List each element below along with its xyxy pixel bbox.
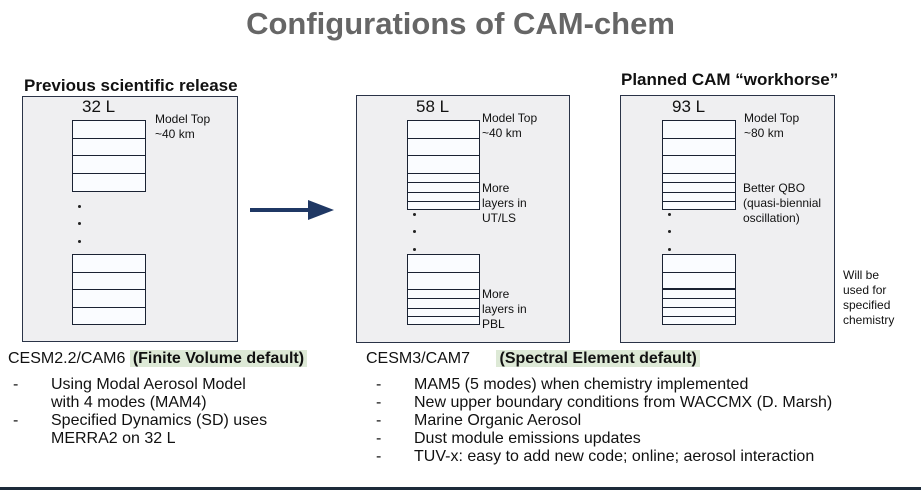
note-model-top-93l: Model Top ~80 km (744, 111, 800, 140)
layer-stack-top-32l (72, 120, 146, 192)
config-cesm22-cam6: CESM2.2/CAM6 (Finite Volume default) (8, 350, 308, 368)
bullet-list-cam6: Using Modal Aerosol Model with 4 modes (… (8, 376, 348, 448)
ellipsis-dot (668, 230, 671, 233)
layer-stack-top-58l (407, 120, 480, 210)
ellipsis-dot (413, 230, 416, 233)
bottom-divider (0, 487, 921, 490)
ellipsis-dot (413, 248, 416, 251)
config-label: CESM2.2/CAM6 (8, 350, 126, 367)
config-default-badge: (Spectral Element default) (496, 350, 700, 367)
layer-stack-bottom-93l (662, 254, 736, 325)
list-item: New upper boundary conditions from WACCM… (371, 394, 921, 412)
heading-previous-release: Previous scientific release (24, 76, 238, 95)
note-model-top-58l: Model Top ~40 km (482, 111, 538, 140)
ellipsis-dot (78, 222, 81, 225)
note-qbo-93l: Better QBO (quasi-biennial oscillation) (743, 181, 822, 225)
config-default-badge: (Finite Volume default) (129, 350, 308, 367)
level-count-32l: 32 L (82, 97, 116, 116)
right-arrow-icon (250, 200, 334, 220)
list-item: TUV-x: easy to add new code; online; aer… (371, 448, 921, 466)
bullet-list-cam7: MAM5 (5 modes) when chemistry implemente… (371, 376, 921, 466)
list-item: MAM5 (5 modes) when chemistry implemente… (371, 376, 921, 394)
layer-stack-bottom-58l (407, 254, 480, 325)
ellipsis-dot (78, 240, 81, 243)
config-label: CESM3/CAM7 (366, 350, 471, 367)
list-item: Using Modal Aerosol Model with 4 modes (… (8, 376, 348, 412)
ellipsis-dot (413, 213, 416, 216)
heading-planned-workhorse: Planned CAM “workhorse” (621, 70, 839, 89)
slide-title: Configurations of CAM-chem (246, 6, 675, 41)
list-item: Marine Organic Aerosol (371, 412, 921, 430)
note-specified-chemistry-93l: Will be used for specified chemistry (843, 268, 895, 327)
layer-stack-bottom-32l (72, 254, 146, 325)
level-count-58l: 58 L (416, 97, 450, 116)
note-pbl-58l: More layers in PBL (482, 287, 527, 331)
config-cesm3-cam7: CESM3/CAM7 (Spectral Element default) (366, 350, 700, 368)
ellipsis-dot (78, 205, 81, 208)
list-item: Dust module emissions updates (371, 430, 921, 448)
ellipsis-dot (668, 248, 671, 251)
note-model-top-32l: Model Top ~40 km (155, 112, 211, 141)
level-count-93l: 93 L (672, 97, 706, 116)
layer-stack-top-93l (662, 120, 736, 210)
ellipsis-dot (668, 213, 671, 216)
note-utls-58l: More layers in UT/LS (482, 181, 527, 225)
list-item: Specified Dynamics (SD) uses MERRA2 on 3… (8, 412, 348, 448)
